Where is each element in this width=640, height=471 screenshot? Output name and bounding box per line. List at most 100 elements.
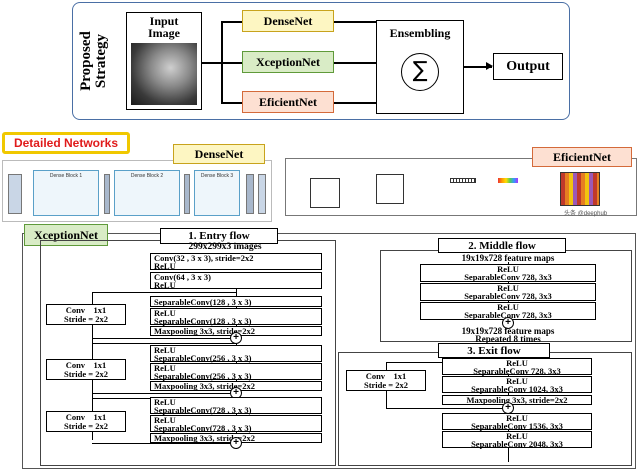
- middle-sep-2: ReLU SeparableConv 728, 3x3: [420, 283, 596, 301]
- entry-conv2-box: Conv(64 , 3 x 3) ReLU: [150, 272, 322, 289]
- middle-relu-2: ReLU: [497, 283, 519, 293]
- arrow-head-output: [486, 62, 493, 70]
- entry-side-conv-3: Conv 1x1 Stride = 2x2: [46, 411, 126, 432]
- entry-stage3-relu2: ReLU: [154, 415, 176, 425]
- efficientnet-squeeze-vector: [450, 178, 476, 183]
- middle-sep-1: ReLU SeparableConv 728, 3x3: [420, 264, 596, 282]
- entry-stage2-sep2: ReLU SeparableConv(256 , 3 x 3): [150, 363, 322, 380]
- line-to-xception: [221, 62, 242, 64]
- detailed-networks-label: Detailed Networks: [2, 132, 130, 154]
- densenet-box: DenseNet: [242, 10, 334, 32]
- efficientnet-excite-vector: [498, 178, 518, 183]
- exit-sep-4: ReLU SeparableConv 2048, 3x3: [442, 431, 592, 448]
- entry-skip-top-1: [92, 292, 236, 293]
- middle-relu-1: ReLU: [497, 264, 519, 274]
- middle-output-text: 19x19x728 feature maps: [461, 326, 555, 336]
- entry-stage1-sep2: ReLU SeparableConv(128 , 3 x 3): [150, 308, 322, 325]
- exit-relu-3: ReLU: [506, 413, 528, 423]
- middle-sep-1-text: SeparableConv 728, 3x3: [464, 272, 552, 282]
- densenet-block-1-label: Dense Block 1: [49, 173, 83, 179]
- densenet-block-3: Dense Block 3: [194, 170, 240, 216]
- exit-side-conv-line2: Stride = 2x2: [363, 379, 409, 390]
- entry-stage2-pool-text: Maxpooling 3x3, stride=2x2: [154, 381, 255, 391]
- middle-add: +: [502, 317, 514, 329]
- middle-repeat-text: Repeated 8 times: [475, 334, 541, 344]
- exit-side-conv: Conv 1x1 Stride = 2x2: [346, 370, 426, 391]
- entry-side-conv-3-line1: Conv 1x1: [65, 411, 107, 422]
- entry-stage1-sep2-text: SeparableConv(128 , 3 x 3): [154, 316, 252, 326]
- strategy-label-text: Proposed Strategy: [78, 31, 110, 91]
- exit-skip-to-add: [386, 408, 502, 409]
- xception-panel: [22, 233, 636, 469]
- line-xception-out: [334, 62, 376, 64]
- middle-relu-3: ReLU: [497, 302, 519, 312]
- entry-stage2-sep1: ReLU SeparableConv(256 , 3 x 3): [150, 345, 322, 362]
- entry-stage3-sep1: ReLU SeparableConv(728 , 3 x 3): [150, 397, 322, 414]
- entry-skip-to-add-3: [92, 443, 230, 444]
- entry-input-text: 299x299x3 images: [188, 242, 262, 252]
- strategy-label: Proposed Strategy: [74, 8, 114, 114]
- line-to-densenet: [221, 21, 242, 23]
- strategy-panel: [72, 2, 570, 120]
- densenet-transition-1: [104, 174, 110, 214]
- exit-sep-4-text: SeparableConv 2048, 3x3: [471, 439, 563, 449]
- entry-stage1-sep1-text: SeparableConv(128 , 3 x 3): [154, 297, 252, 307]
- entry-stage2-sep2-text: SeparableConv(256 , 3 x 3): [154, 371, 252, 381]
- middle-sep-3-text: SeparableConv 728, 3x3: [464, 310, 552, 320]
- exit-sep-1: ReLU SeparableConv 728, 3x3: [442, 358, 592, 375]
- sum-symbol: ∑: [401, 53, 439, 91]
- entry-stage3-sep2-text: SeparableConv(728 , 3 x 3): [154, 423, 252, 433]
- ensembling-box: Ensembling ∑: [376, 20, 464, 114]
- entry-stage3-pool-text: Maxpooling 3x3, stride=2x2: [154, 433, 255, 443]
- entry-add-2: +: [230, 387, 242, 399]
- efficientnet-output-stack: [560, 172, 600, 206]
- ensembling-label: Ensembling: [389, 26, 451, 40]
- exit-sep-1-text: SeparableConv 728, 3x3: [473, 366, 561, 376]
- densenet-classifier: [258, 174, 266, 214]
- exit-pool-text: Maxpooling 3x3, stride=2x2: [466, 395, 568, 405]
- exit-pool: Maxpooling 3x3, stride=2x2: [442, 395, 592, 405]
- entry-stage2-relu2: ReLU: [154, 363, 176, 373]
- densenet-input-layer: [8, 174, 22, 214]
- exit-sep-3: ReLU SeparableConv 1536, 3x3: [442, 413, 592, 430]
- entry-stage3-sep1-text: SeparableConv(728 , 3 x 3): [154, 405, 252, 415]
- entry-side-conv-2: Conv 1x1 Stride = 2x2: [46, 359, 126, 380]
- entry-conv1-line1: Conv(32 , 3 x 3), stride=2x2: [154, 253, 254, 263]
- exit-relu-4: ReLU: [506, 431, 528, 441]
- exit-sep-2: ReLU SeparableConv 1024, 3x3: [442, 376, 592, 393]
- line-to-efficientnet: [221, 102, 242, 104]
- entry-side-conv-2-line1: Conv 1x1: [65, 359, 107, 370]
- middle-flow-title: 2. Middle flow: [438, 238, 566, 253]
- entry-skip-to-add-2: [92, 393, 230, 394]
- entry-add-1: +: [230, 332, 242, 344]
- input-image-label: Input Image: [148, 14, 180, 40]
- entry-conv2-line2: ReLU: [154, 280, 176, 290]
- xray-image: [131, 43, 197, 105]
- entry-stage3-sep2: ReLU SeparableConv(728 , 3 x 3): [150, 415, 322, 432]
- input-image-box: Input Image: [126, 12, 202, 110]
- exit-sep-2-text: SeparableConv 1024, 3x3: [471, 384, 563, 394]
- entry-skip-to-add-1: [92, 338, 230, 339]
- line-densenet-out: [334, 21, 376, 23]
- exit-add: +: [502, 402, 514, 414]
- entry-side-conv-2-line2: Stride = 2x2: [63, 368, 109, 379]
- entry-stage1-pool-text: Maxpooling 3x3, stride=2x2: [154, 326, 255, 336]
- densenet-block-2-label: Dense Block 2: [130, 173, 164, 179]
- middle-input-text: 19x19x728 feature maps: [461, 253, 555, 263]
- line-efficientnet-out: [334, 102, 376, 104]
- efficientnet-cube-1: [310, 178, 340, 208]
- middle-sep-2-text: SeparableConv 728, 3x3: [464, 291, 552, 301]
- exit-relu-1: ReLU: [506, 358, 528, 368]
- entry-side-conv-1-line1: Conv 1x1: [65, 304, 107, 315]
- entry-stage1-relu: ReLU: [154, 308, 176, 318]
- xceptionnet-box: XceptionNet: [242, 51, 334, 73]
- exit-relu-2: ReLU: [506, 376, 528, 386]
- entry-stage2-relu1: ReLU: [154, 345, 176, 355]
- line-to-output: [464, 66, 492, 68]
- efficientnet-cube-2: [376, 174, 404, 204]
- entry-side-conv-3-line2: Stride = 2x2: [63, 420, 109, 431]
- entry-flow-title: 1. Entry flow: [160, 228, 278, 244]
- entry-stage1-sep1: SeparableConv(128 , 3 x 3): [150, 296, 322, 307]
- exit-sep-3-text: SeparableConv 1536, 3x3: [471, 421, 563, 431]
- densenet-block-2: Dense Block 2: [114, 170, 180, 216]
